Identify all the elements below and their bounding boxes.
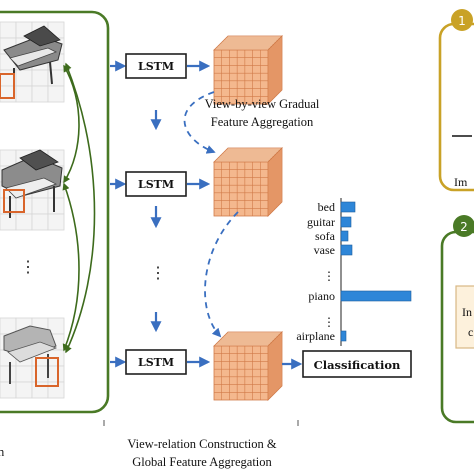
grid-cell: [47, 213, 65, 231]
gradual-caption-line-1: View-by-view Gradual: [205, 97, 320, 111]
gradual-aggregation-arrow-1: [183, 91, 216, 154]
lstm-label: LSTM: [138, 178, 174, 191]
feature-cube-1: [213, 35, 283, 105]
grid-cell: [31, 85, 49, 103]
grid-cell: [31, 365, 49, 383]
right-panel-top: 1 Im: [438, 9, 474, 192]
bottom-caption-line-1: View-relation Construction &: [127, 437, 276, 451]
cube-front-face: [213, 49, 269, 105]
multi-view-frame: [0, 10, 110, 414]
bar-vase: [340, 244, 353, 256]
grid-cell: [47, 365, 65, 383]
grid-cell: [15, 69, 33, 87]
lstm-label: LSTM: [138, 60, 174, 73]
grid-cell: [15, 365, 33, 383]
category-label: airplane: [296, 329, 335, 343]
grid-cell: [0, 365, 17, 383]
bar-bed: [340, 201, 356, 213]
bar-guitar: [340, 216, 352, 228]
cube-front-face: [213, 161, 269, 217]
step-number-1-badge: [451, 9, 473, 31]
grid-cell: [47, 381, 65, 399]
lstm-ellipsis: ⋮: [150, 263, 166, 282]
gradual-aggregation-arrow-2: [204, 211, 239, 338]
grid-cell: [15, 85, 33, 103]
right-panel-bottom-box: [455, 285, 474, 349]
category-label: bed: [318, 200, 335, 214]
lstm-block-1: LSTM: [125, 53, 187, 79]
bar-sofa: [340, 230, 349, 242]
grid-cell: [31, 213, 49, 231]
gradual-caption-line-2: Feature Aggregation: [211, 115, 314, 129]
grid-cell: [15, 213, 33, 231]
grid-cell: [0, 149, 17, 167]
grid-cell: [47, 85, 65, 103]
feature-cube-2: [213, 147, 283, 217]
lstm-box: [125, 171, 187, 197]
grid-cell: [0, 381, 17, 399]
view-image-2: [0, 149, 65, 231]
right-panel-bottom-text-2: c: [468, 325, 473, 339]
lstm-block-3: LSTM: [125, 349, 187, 375]
bar-airplane: [340, 330, 347, 342]
lstm-box: [125, 53, 187, 79]
lstm-block-2: LSTM: [125, 171, 187, 197]
lstm-box: [125, 349, 187, 375]
bar-piano: [340, 290, 412, 302]
category-label: piano: [308, 289, 335, 303]
step-number-2: 2: [460, 220, 468, 234]
classification-frame: [302, 350, 412, 378]
multi-view-panel: ⋮ n: [0, 10, 110, 459]
view-image-1: [0, 21, 65, 103]
right-panel-bottom-frame: [440, 230, 474, 424]
view-highlight-box: [0, 73, 15, 99]
category-label: vase: [314, 243, 335, 257]
view-highlight-box: [35, 357, 59, 387]
step-number-2-badge: [453, 215, 474, 237]
step-number-1: 1: [458, 14, 466, 28]
bottom-caption-bracket: [103, 420, 299, 426]
relation-curve-1-3: [64, 62, 96, 354]
view-image-3: [0, 317, 65, 399]
left-panel-caption: n: [0, 445, 5, 459]
lstm-label: LSTM: [138, 356, 174, 369]
grid-cell: [31, 381, 49, 399]
view-highlight-box: [3, 189, 25, 213]
grid-cell: [0, 317, 17, 335]
cube-front-face: [213, 345, 269, 401]
grid-cell: [0, 213, 17, 231]
piano-icon: [1, 149, 63, 218]
piano-icon: [3, 325, 58, 384]
category-label: ⋮: [323, 315, 335, 329]
grid-cell: [0, 21, 17, 39]
right-panel-bottom: 2 In c: [440, 215, 474, 424]
category-label: ⋮: [323, 269, 335, 283]
classification-label: Classification: [314, 358, 401, 372]
grid-cell: [31, 197, 49, 215]
view-ellipsis: ⋮: [20, 257, 36, 276]
right-panel-top-text: Im: [454, 175, 468, 189]
category-label: sofa: [315, 229, 336, 243]
category-label: guitar: [307, 215, 335, 229]
grid-cell: [31, 69, 49, 87]
bottom-caption-line-2: Global Feature Aggregation: [132, 455, 272, 469]
piano-icon: [3, 25, 63, 88]
relation-curve-1-2: [63, 64, 80, 184]
classification-box: Classification: [302, 350, 412, 378]
right-panel-top-frame: [438, 22, 474, 192]
feature-cube-3: [213, 331, 283, 401]
grid-cell: [47, 197, 65, 215]
grid-cell: [15, 381, 33, 399]
right-panel-bottom-text-1: In: [462, 305, 472, 319]
